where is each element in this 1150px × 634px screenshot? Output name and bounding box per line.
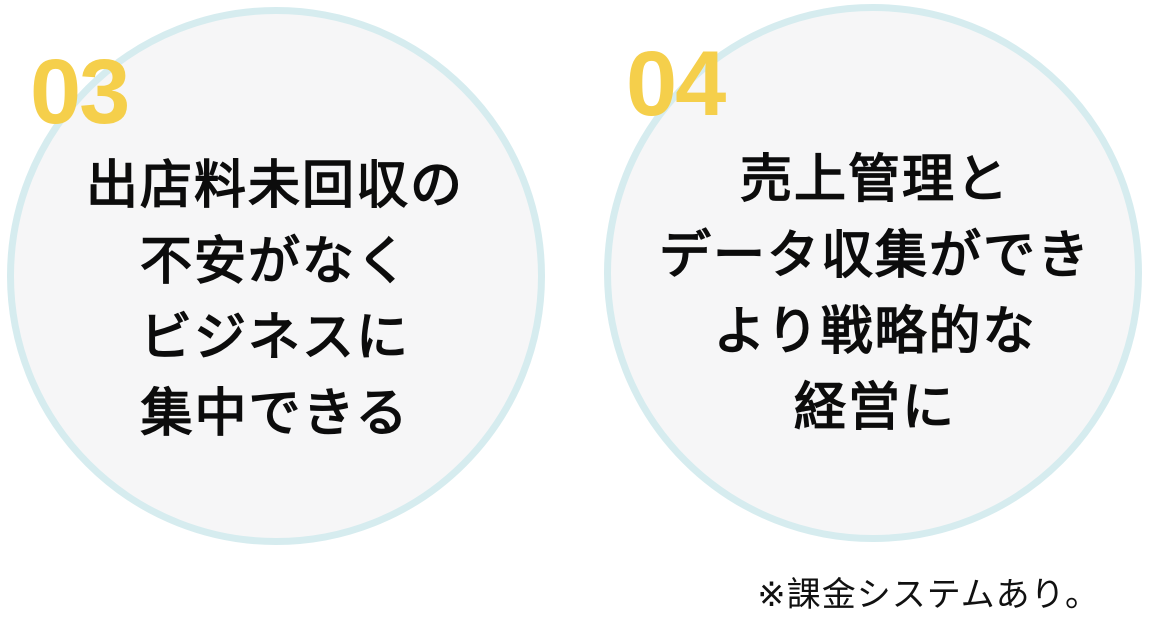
headline-line: 売上管理と [739, 150, 1010, 210]
feature-circle-03 [7, 7, 545, 545]
headline-line: データ収集ができ [658, 226, 1091, 286]
feature-circle-04 [604, 4, 1142, 542]
headline-line: 不安がなく [139, 232, 410, 292]
feature-number-03: 03 [30, 41, 130, 143]
headline-line: より戦略的な [713, 302, 1037, 362]
feature-headline-03: 出店料未回収の 不安がなく ビジネスに 集中できる [20, 148, 530, 452]
footnote-billing: ※課金システムあり。 [757, 575, 1100, 615]
feature-number-04: 04 [626, 33, 726, 135]
headline-line: 経営に [793, 378, 956, 438]
feature-headline-04: 売上管理と データ収集ができ より戦略的な 経営に [615, 142, 1135, 446]
headline-line: 出店料未回収の [85, 156, 464, 216]
headline-line: ビジネスに [139, 308, 410, 368]
headline-line: 集中できる [140, 384, 410, 444]
